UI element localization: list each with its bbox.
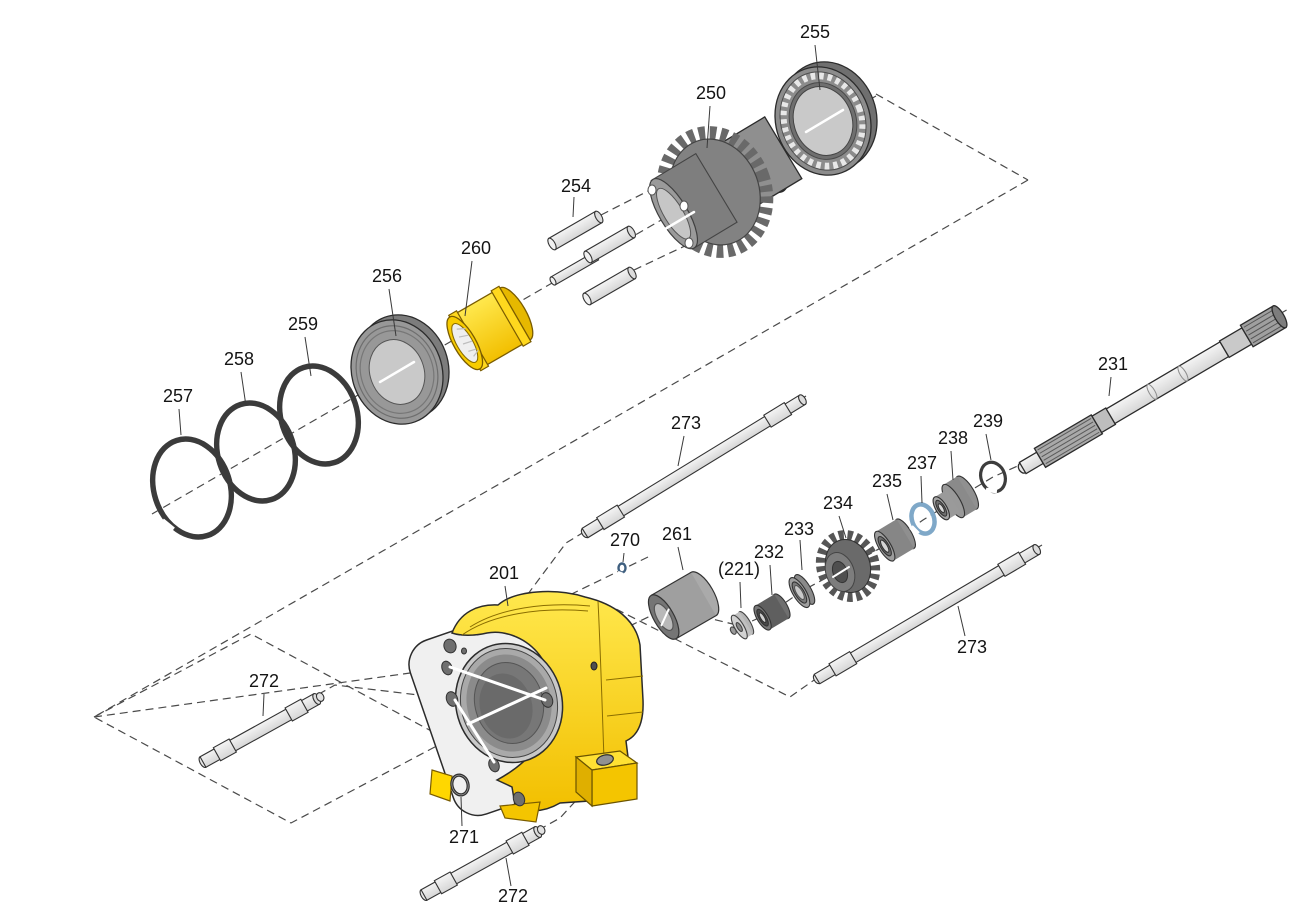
part-label-273-upper: 273 (671, 413, 701, 433)
part-233-thrust-washer (788, 574, 816, 609)
part-258-snap-ring (213, 400, 299, 504)
part-235-bearing (874, 518, 916, 562)
pin-leader-1 (600, 188, 653, 216)
part-label-232: 232 (754, 542, 784, 562)
part-273-stud-lower (812, 544, 1042, 685)
part-231-splined-shaft (1017, 305, 1288, 475)
part-256-bearing-cup (350, 314, 450, 425)
pin-leader-2 (633, 243, 690, 271)
part-271-o-ring (450, 773, 470, 797)
part-257-snap-ring (149, 436, 235, 540)
part-label-270: 270 (610, 530, 640, 550)
part-label-254: 254 (561, 176, 591, 196)
part-232-bearing-small (753, 593, 791, 631)
part-254-pins (547, 210, 637, 306)
part-label-261: 261 (662, 524, 692, 544)
part-label-257: 257 (163, 386, 193, 406)
part-261-spacer (647, 571, 720, 640)
boundary-parallelogram (92, 633, 450, 824)
part-label-260: 260 (461, 238, 491, 258)
part-label-250: 250 (696, 83, 726, 103)
stud-left-axis (204, 684, 453, 759)
part-label-258: 258 (224, 349, 254, 369)
part-255-bearing (774, 61, 878, 176)
part-238-stepped-bushing (932, 475, 980, 521)
part-201-housing (408, 590, 644, 823)
part-label-255: 255 (800, 22, 830, 42)
part-label-201: 201 (489, 563, 519, 583)
part-260-coupling (446, 285, 534, 372)
part-272-stud-bottom (419, 825, 546, 901)
part-272-stud-left (198, 692, 325, 768)
part-label-234: 234 (823, 493, 853, 513)
part-label-238: 238 (938, 428, 968, 448)
countershaft-axis (547, 307, 1291, 689)
part-label-272-left: 272 (249, 671, 279, 691)
part-label-221: (221) (718, 559, 760, 579)
boundary-long-edge (93, 179, 1029, 718)
part-label-256: 256 (372, 266, 402, 286)
part-label-273-lower: 273 (957, 637, 987, 657)
part-label-259: 259 (288, 314, 318, 334)
flange-connector (93, 667, 447, 718)
part-273-stud-upper (580, 394, 807, 539)
part-237-retaining-ring-blue (909, 502, 937, 536)
part-239-retaining-ring (979, 460, 1007, 494)
part-label-235: 235 (872, 471, 902, 491)
boundary-top-right (875, 93, 1029, 181)
part-label-237: 237 (907, 453, 937, 473)
leader-lines (178, 44, 1112, 887)
part-234-pinion-gear (815, 530, 881, 602)
part-label-233: 233 (784, 519, 814, 539)
part-label-239: 239 (973, 411, 1003, 431)
part-250-clutch-gear (647, 116, 803, 258)
part-labels: 255 250 254 260 256 259 258 257 273 231 … (163, 22, 1128, 906)
part-label-272-bottom: 272 (498, 886, 528, 906)
part-270-clip (617, 562, 627, 576)
part-221-washer (729, 611, 755, 640)
part-label-231: 231 (1098, 354, 1128, 374)
part-label-271: 271 (449, 827, 479, 847)
